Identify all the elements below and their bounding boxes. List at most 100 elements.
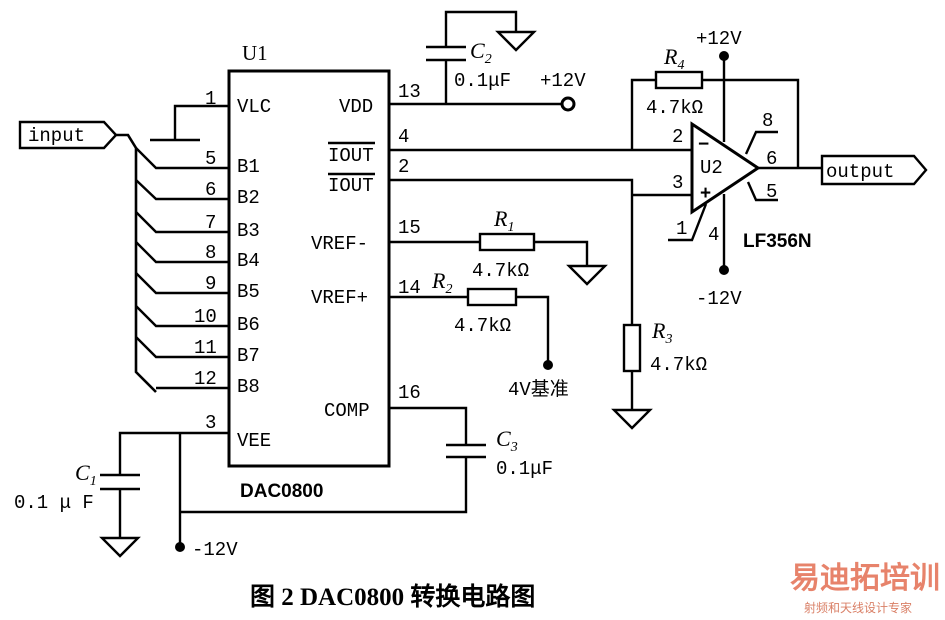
pin-num-7: 7 xyxy=(205,212,216,234)
u1-left-pins: VLC 1 B1 5 B2 6 B3 7 B4 8 B5 9 B6 10 B7 … xyxy=(194,88,271,452)
c2-label: C2 xyxy=(470,38,492,67)
u2-opamp-body xyxy=(690,121,761,215)
pin-num-8: 8 xyxy=(205,242,216,264)
u1-chip-body xyxy=(227,69,391,468)
pin-label-b1: B1 xyxy=(237,156,260,178)
bus-wire-b3 xyxy=(135,211,229,234)
pin-num-5: 5 xyxy=(205,148,216,170)
c3-value: 0.1μF xyxy=(496,458,553,480)
pin-num-12: 12 xyxy=(194,368,217,390)
comp-wire xyxy=(389,406,468,445)
r2-label: R2 xyxy=(431,268,452,297)
pin-label-b8: B8 xyxy=(237,376,260,398)
pin-label-b5: B5 xyxy=(237,281,260,303)
c2-value: 0.1μF xyxy=(454,70,511,92)
bus-wire-b2 xyxy=(135,179,229,201)
pin-label-iout-bar: IOUT xyxy=(328,175,374,197)
u2-plus-sign: + xyxy=(700,183,711,204)
watermark-sub-text: 射频和天线设计专家 xyxy=(804,600,912,615)
pin-num-1: 1 xyxy=(205,88,216,110)
output-port-label: output xyxy=(826,161,894,183)
u2-minus-sign: − xyxy=(698,134,709,155)
figure-caption: 图 2 DAC0800 转换电路图 xyxy=(250,582,535,611)
r4-label: R4 xyxy=(663,44,684,73)
minus12v-terminal-icon xyxy=(175,542,185,552)
u1-chip-name: DAC0800 xyxy=(240,481,323,502)
pin-num-13: 13 xyxy=(398,81,421,103)
u2-pin-6: 6 xyxy=(766,148,777,170)
pin-label-b3: B3 xyxy=(237,220,260,242)
pin-num-4: 4 xyxy=(398,126,409,148)
watermark-logo: 易迪拓培训 射频和天线设计专家 xyxy=(790,561,940,615)
r4-left-wire xyxy=(630,78,656,150)
r2-vref-wire xyxy=(516,295,550,362)
pin-label-b4: B4 xyxy=(237,250,260,272)
c1-value: 0.1 μ F xyxy=(14,492,94,514)
r1-ground-wire xyxy=(534,240,589,266)
vref-supply-label: 4V基准 xyxy=(508,378,569,401)
pin-label-b2: B2 xyxy=(237,187,260,209)
pin-label-vref-plus: VREF+ xyxy=(311,287,368,309)
u1-right-pins: VDD 13 IOUT 4 IOUT 2 VREF- 15 VREF+ 14 C… xyxy=(311,81,421,422)
input-port: input xyxy=(18,120,118,150)
r1-label: R1 xyxy=(493,206,514,235)
output-port-shape xyxy=(820,154,928,186)
c3-return-wire xyxy=(180,457,468,514)
pin-num-15: 15 xyxy=(398,217,421,239)
r1-body xyxy=(478,232,536,252)
input-port-shape xyxy=(18,120,118,150)
pin-label-vlc: VLC xyxy=(237,96,271,118)
bus-wire-b4 xyxy=(135,241,229,264)
r4-body xyxy=(654,70,704,90)
pin-num-2: 2 xyxy=(398,156,409,178)
pin-label-vref-minus: VREF- xyxy=(311,233,368,255)
bus-wire-b6 xyxy=(135,305,229,328)
u2-pin-4: 4 xyxy=(708,224,719,246)
vlc-wire xyxy=(173,104,229,140)
pin-num-9: 9 xyxy=(205,273,216,295)
pin-num-6: 6 xyxy=(205,179,216,201)
output-port: output xyxy=(820,154,928,186)
u2-plus12v-terminal-icon xyxy=(719,51,729,61)
bus-wire-b7 xyxy=(135,336,229,359)
bus-wire-b1 xyxy=(135,147,229,170)
u2-pin-3: 3 xyxy=(672,172,683,194)
r3-value: 4.7kΩ xyxy=(650,354,707,376)
pin-label-b7: B7 xyxy=(237,345,260,367)
r3-label: R3 xyxy=(651,318,672,347)
input-port-label: input xyxy=(28,125,85,147)
r4-value: 4.7kΩ xyxy=(646,97,703,119)
u2-pin5-stub xyxy=(746,181,778,202)
r1-ground-icon xyxy=(566,264,608,286)
r1-value: 4.7kΩ xyxy=(472,260,529,282)
pin-label-comp: COMP xyxy=(324,400,370,422)
pin-num-10: 10 xyxy=(194,306,217,328)
vref-4v-terminal-icon xyxy=(543,360,553,370)
c3-label: C3 xyxy=(496,426,518,455)
vdd-plus12v-terminal-icon xyxy=(560,96,576,112)
bus-wire-b5 xyxy=(135,272,229,295)
bus-trunk xyxy=(116,133,157,393)
pin-label-b6: B6 xyxy=(237,314,260,336)
u2-part-name: LF356N xyxy=(743,231,812,252)
c2-ground-wire xyxy=(444,10,518,47)
vee-wire xyxy=(118,431,229,475)
u2-pin-8: 8 xyxy=(762,110,773,132)
u2-pin-5: 5 xyxy=(766,181,777,203)
pin-label-vee: VEE xyxy=(237,430,271,452)
r2-value: 4.7kΩ xyxy=(454,315,511,337)
c1-ground-icon xyxy=(99,536,141,558)
pin-num-16: 16 xyxy=(398,382,421,404)
u2-pos-supply-label: +12V xyxy=(696,28,742,50)
c1-label: C1 xyxy=(75,460,97,489)
r3-ground-icon xyxy=(611,408,653,430)
vdd-supply-label: +12V xyxy=(540,70,586,92)
u1-ref-label: U1 xyxy=(242,41,268,65)
u2-ref-label: U2 xyxy=(700,157,723,179)
pin-label-vdd: VDD xyxy=(339,96,373,118)
watermark-main-text: 易迪拓培训 xyxy=(790,561,940,596)
r2-body xyxy=(466,287,518,307)
pin-label-iout: IOUT xyxy=(328,145,374,167)
